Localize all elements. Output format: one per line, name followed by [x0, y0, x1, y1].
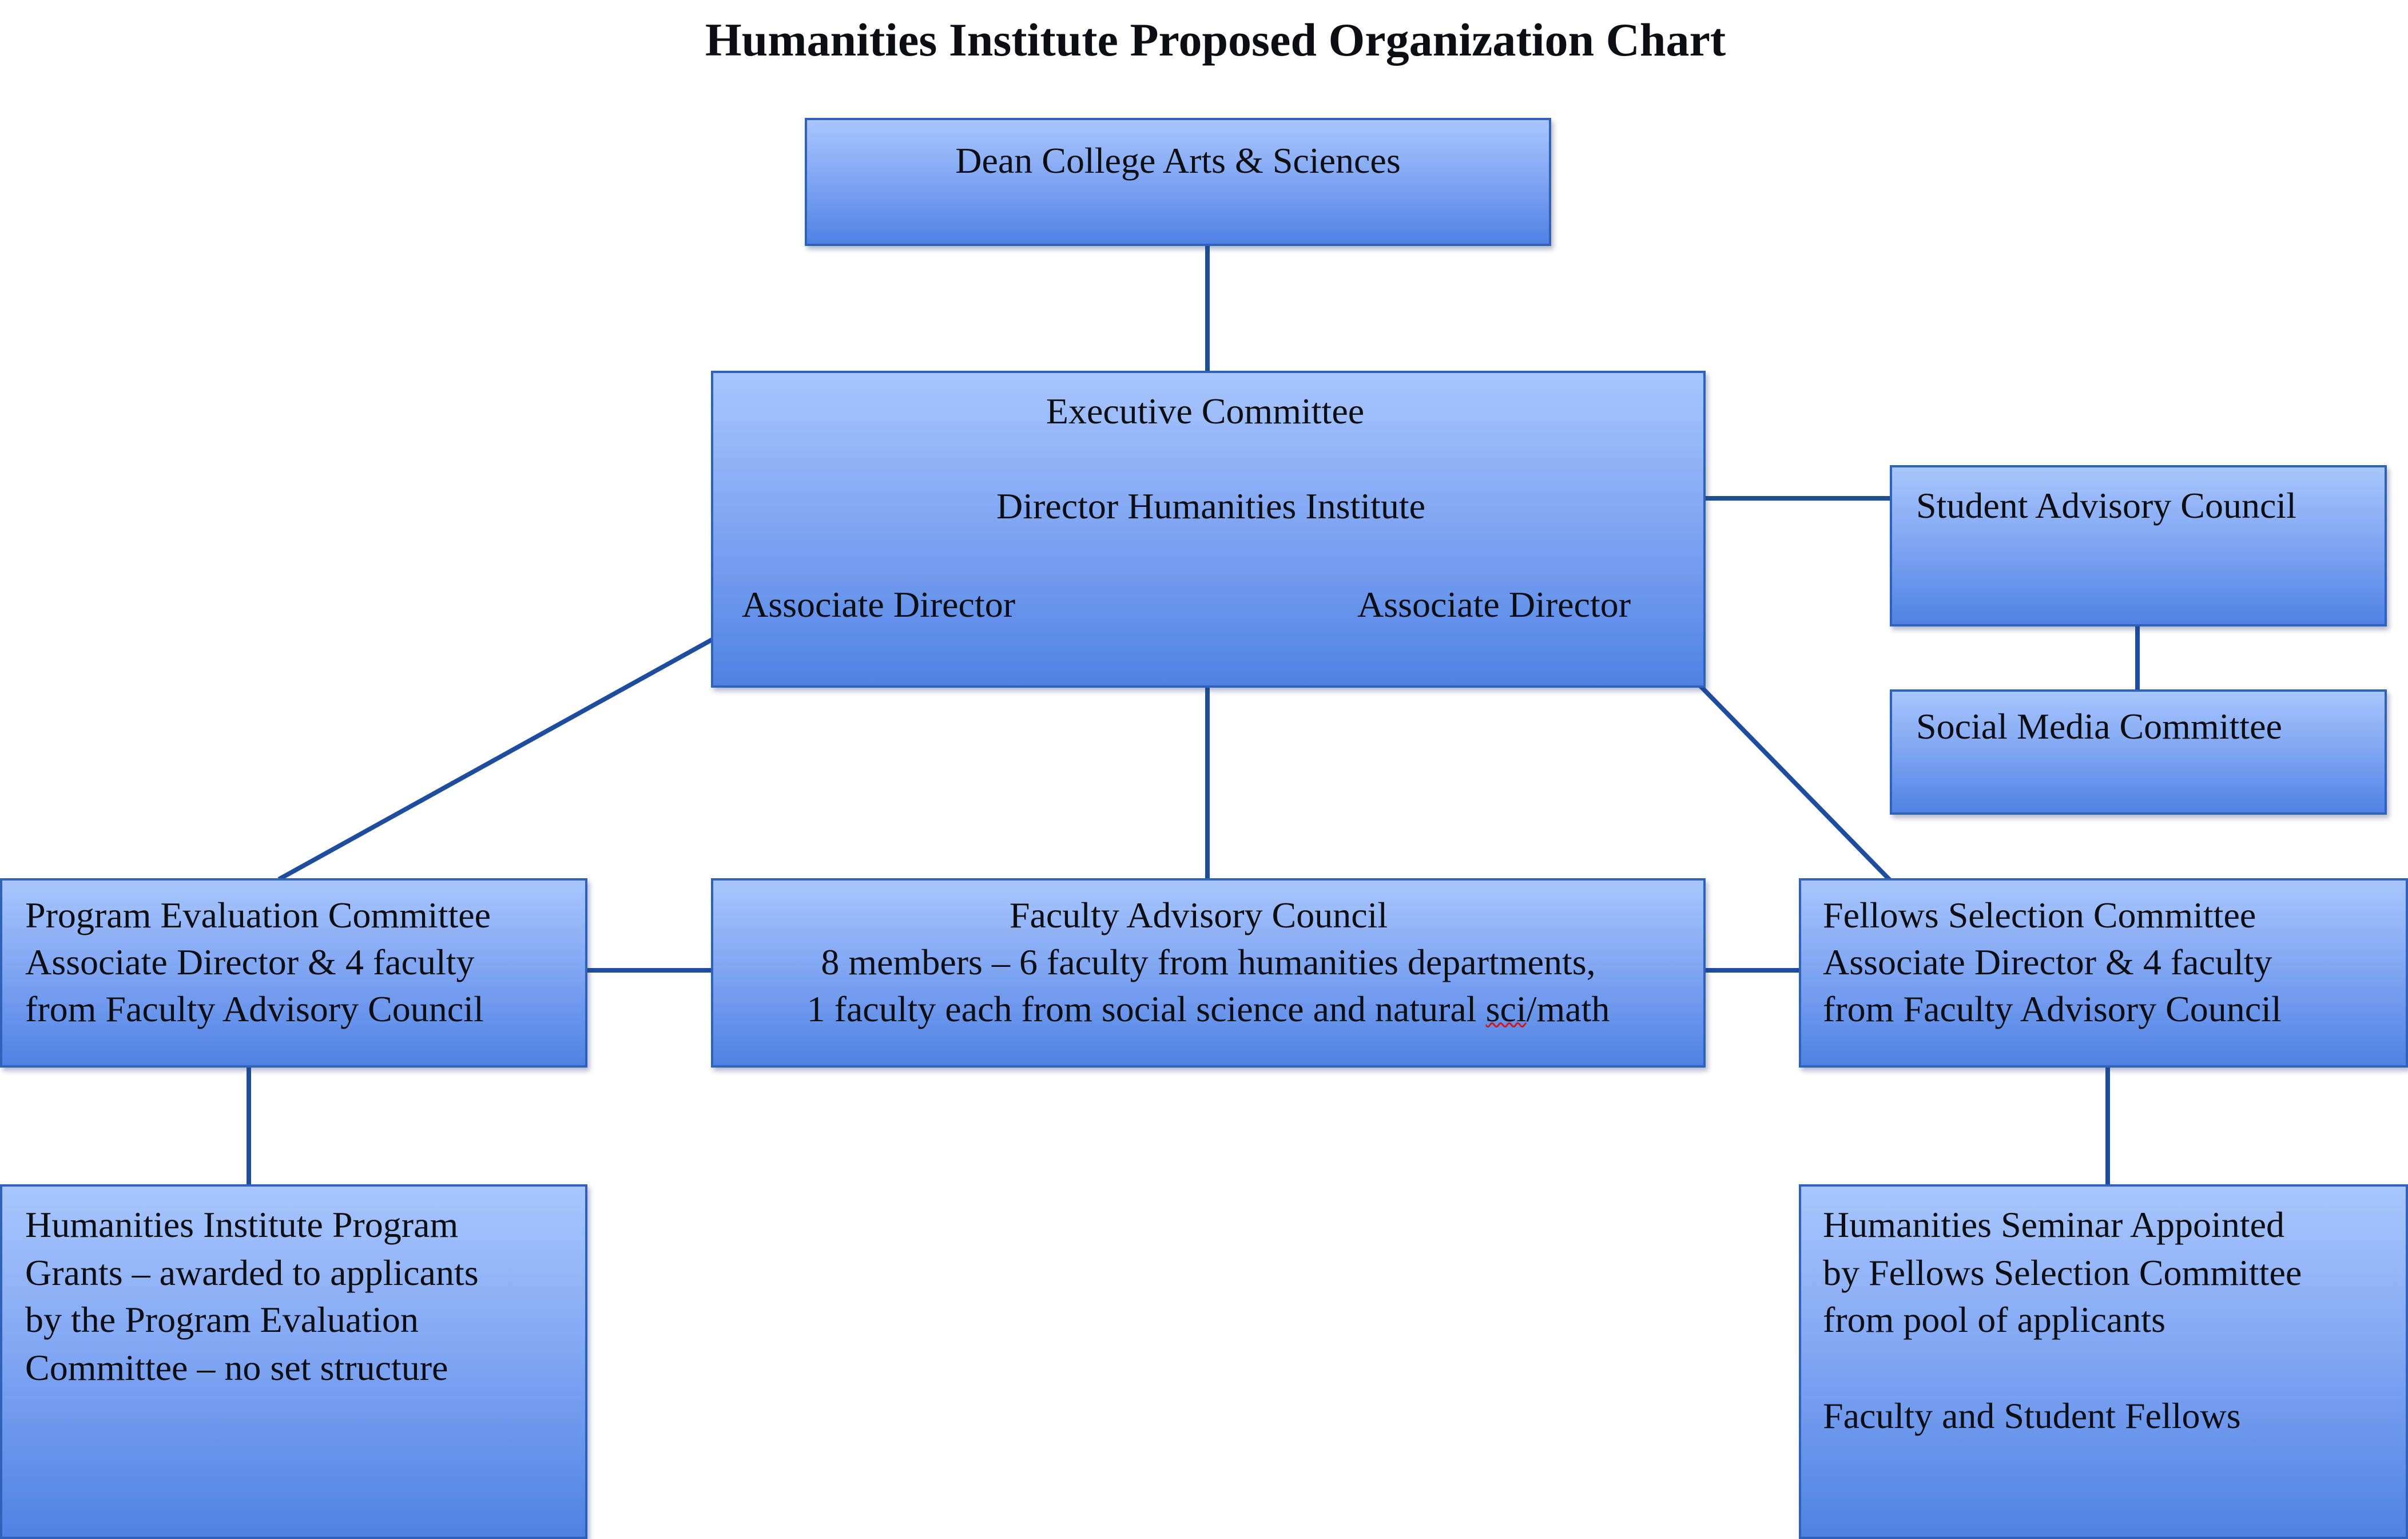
- faculty-advisory-line-2: 8 members – 6 faculty from humanities de…: [821, 942, 1596, 982]
- seminar-line-1: Humanities Seminar Appointed: [1823, 1204, 2284, 1245]
- faculty-advisory-line-3: 1 faculty each from social science and n…: [713, 986, 1703, 1033]
- faculty-advisory-line-1: Faculty Advisory Council: [1009, 895, 1388, 935]
- associate-director-right-label: Associate Director: [1357, 584, 1631, 625]
- humanities-seminar-box: Humanities Seminar Appointed by Fellows …: [1799, 1184, 2408, 1539]
- director-label: Director Humanities Institute: [996, 486, 1426, 526]
- program-evaluation-line-1: Program Evaluation Committee: [25, 895, 491, 935]
- fellows-selection-committee-box: Fellows Selection Committee Associate Di…: [1799, 878, 2408, 1068]
- social-media-committee-label: Social Media Committee: [1916, 706, 2282, 747]
- program-grants-line-3: by the Program Evaluation: [25, 1299, 419, 1340]
- associate-director-left-label: Associate Director: [742, 584, 1016, 625]
- dean-label: Dean College Arts & Sciences: [955, 140, 1401, 181]
- program-grants-line-4: Committee – no set structure: [25, 1347, 448, 1388]
- executive-committee-label: Executive Committee: [1046, 391, 1365, 431]
- program-grants-line-2: Grants – awarded to applicants: [25, 1252, 479, 1293]
- program-evaluation-line-3: from Faculty Advisory Council: [25, 989, 484, 1029]
- program-evaluation-committee-box: Program Evaluation Committee Associate D…: [0, 878, 587, 1068]
- dean-box: Dean College Arts & Sciences: [805, 118, 1551, 246]
- fellows-selection-line-2: Associate Director & 4 faculty: [1823, 942, 2272, 982]
- faculty-advisory-line-3-end: /math: [1526, 989, 1610, 1029]
- program-grants-line-1: Humanities Institute Program: [25, 1204, 459, 1245]
- seminar-line-2: by Fellows Selection Committee: [1823, 1252, 2302, 1293]
- chart-title: Humanities Institute Proposed Organizati…: [705, 14, 1726, 66]
- connector-executive-program-evaluation: [277, 637, 714, 882]
- student-advisory-council-box: Student Advisory Council: [1890, 465, 2387, 626]
- seminar-fellows-label: Faculty and Student Fellows: [1823, 1395, 2241, 1436]
- program-evaluation-line-2: Associate Director & 4 faculty: [25, 942, 475, 982]
- program-grants-box: Humanities Institute Program Grants – aw…: [0, 1184, 587, 1539]
- student-advisory-council-label: Student Advisory Council: [1916, 485, 2296, 526]
- faculty-advisory-council-box: Faculty Advisory Council 8 members – 6 f…: [711, 878, 1706, 1068]
- spellcheck-flagged-word: sci: [1485, 989, 1527, 1029]
- seminar-line-3: from pool of applicants: [1823, 1299, 2165, 1340]
- executive-committee-box: Executive Committee Director Humanities …: [711, 371, 1706, 688]
- social-media-committee-box: Social Media Committee: [1890, 689, 2387, 815]
- fellows-selection-line-1: Fellows Selection Committee: [1823, 895, 2256, 935]
- faculty-advisory-line-3-start: 1 faculty each from social science and n…: [806, 989, 1486, 1029]
- fellows-selection-line-3: from Faculty Advisory Council: [1823, 989, 2282, 1029]
